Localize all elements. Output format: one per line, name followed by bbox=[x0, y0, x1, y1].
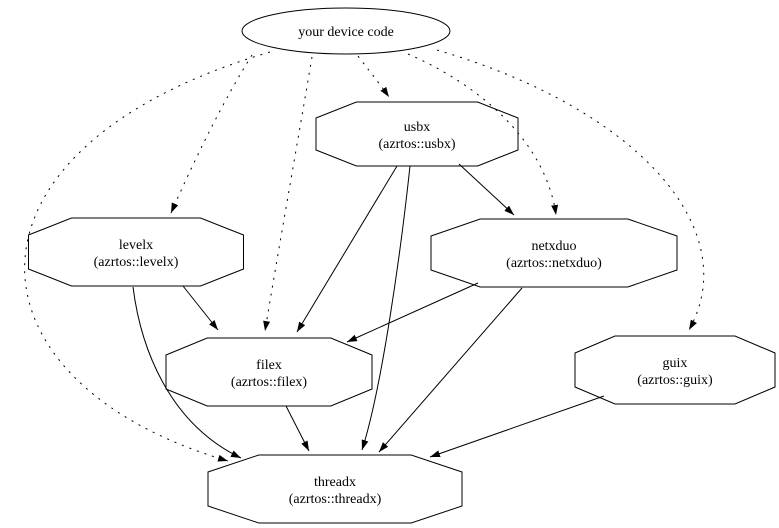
device-ellipse-shape bbox=[241, 7, 451, 55]
filex-octagon-shape bbox=[165, 337, 373, 407]
node-netxduo: netxduo(azrtos::netxduo) bbox=[430, 218, 678, 288]
edge-device-levelx bbox=[170, 54, 253, 214]
netxduo-octagon-shape bbox=[430, 218, 678, 288]
levelx-sublabel: (azrtos::levelx) bbox=[94, 255, 179, 270]
threadx-octagon-shape bbox=[207, 454, 463, 524]
edge-device-guix bbox=[436, 49, 705, 331]
edge-filex-threadx bbox=[285, 405, 310, 452]
edge-usbx-netxduo bbox=[458, 163, 515, 216]
edge-levelx-filex bbox=[182, 285, 219, 331]
usbx-octagon-shape bbox=[315, 101, 519, 167]
usbx-label: usbx bbox=[404, 120, 430, 135]
nodes-layer: your device codeusbx(azrtos::usbx)levelx… bbox=[28, 7, 776, 524]
threadx-sublabel: (azrtos::threadx) bbox=[289, 492, 382, 507]
levelx-label: levelx bbox=[119, 238, 153, 253]
levelx-octagon-shape bbox=[28, 217, 244, 287]
usbx-sublabel: (azrtos::usbx) bbox=[379, 137, 456, 152]
edge-guix-threadx bbox=[429, 395, 605, 458]
guix-label: guix bbox=[663, 356, 688, 371]
netxduo-label: netxduo bbox=[531, 239, 576, 254]
node-levelx: levelx(azrtos::levelx) bbox=[28, 217, 244, 287]
edge-device-netxduo bbox=[407, 53, 559, 216]
edge-usbx-threadx bbox=[361, 165, 411, 451]
guix-octagon-shape bbox=[574, 335, 776, 405]
edge-usbx-filex bbox=[296, 165, 398, 333]
edge-device-filex bbox=[263, 56, 313, 332]
node-filex: filex(azrtos::filex) bbox=[165, 337, 373, 407]
node-threadx: threadx(azrtos::threadx) bbox=[207, 454, 463, 524]
edges-layer bbox=[24, 49, 705, 462]
threadx-label: threadx bbox=[314, 475, 356, 490]
edge-netxduo-threadx bbox=[378, 287, 523, 453]
node-device: your device code bbox=[241, 7, 451, 55]
device-label: your device code bbox=[298, 25, 394, 40]
guix-sublabel: (azrtos::guix) bbox=[637, 373, 713, 388]
edge-device-usbx bbox=[357, 55, 390, 98]
filex-sublabel: (azrtos::filex) bbox=[231, 375, 308, 390]
edge-levelx-threadx bbox=[132, 286, 242, 459]
node-usbx: usbx(azrtos::usbx) bbox=[315, 101, 519, 167]
edge-netxduo-filex bbox=[346, 282, 479, 343]
netxduo-sublabel: (azrtos::netxduo) bbox=[506, 256, 602, 271]
node-guix: guix(azrtos::guix) bbox=[574, 335, 776, 405]
filex-label: filex bbox=[256, 358, 282, 373]
